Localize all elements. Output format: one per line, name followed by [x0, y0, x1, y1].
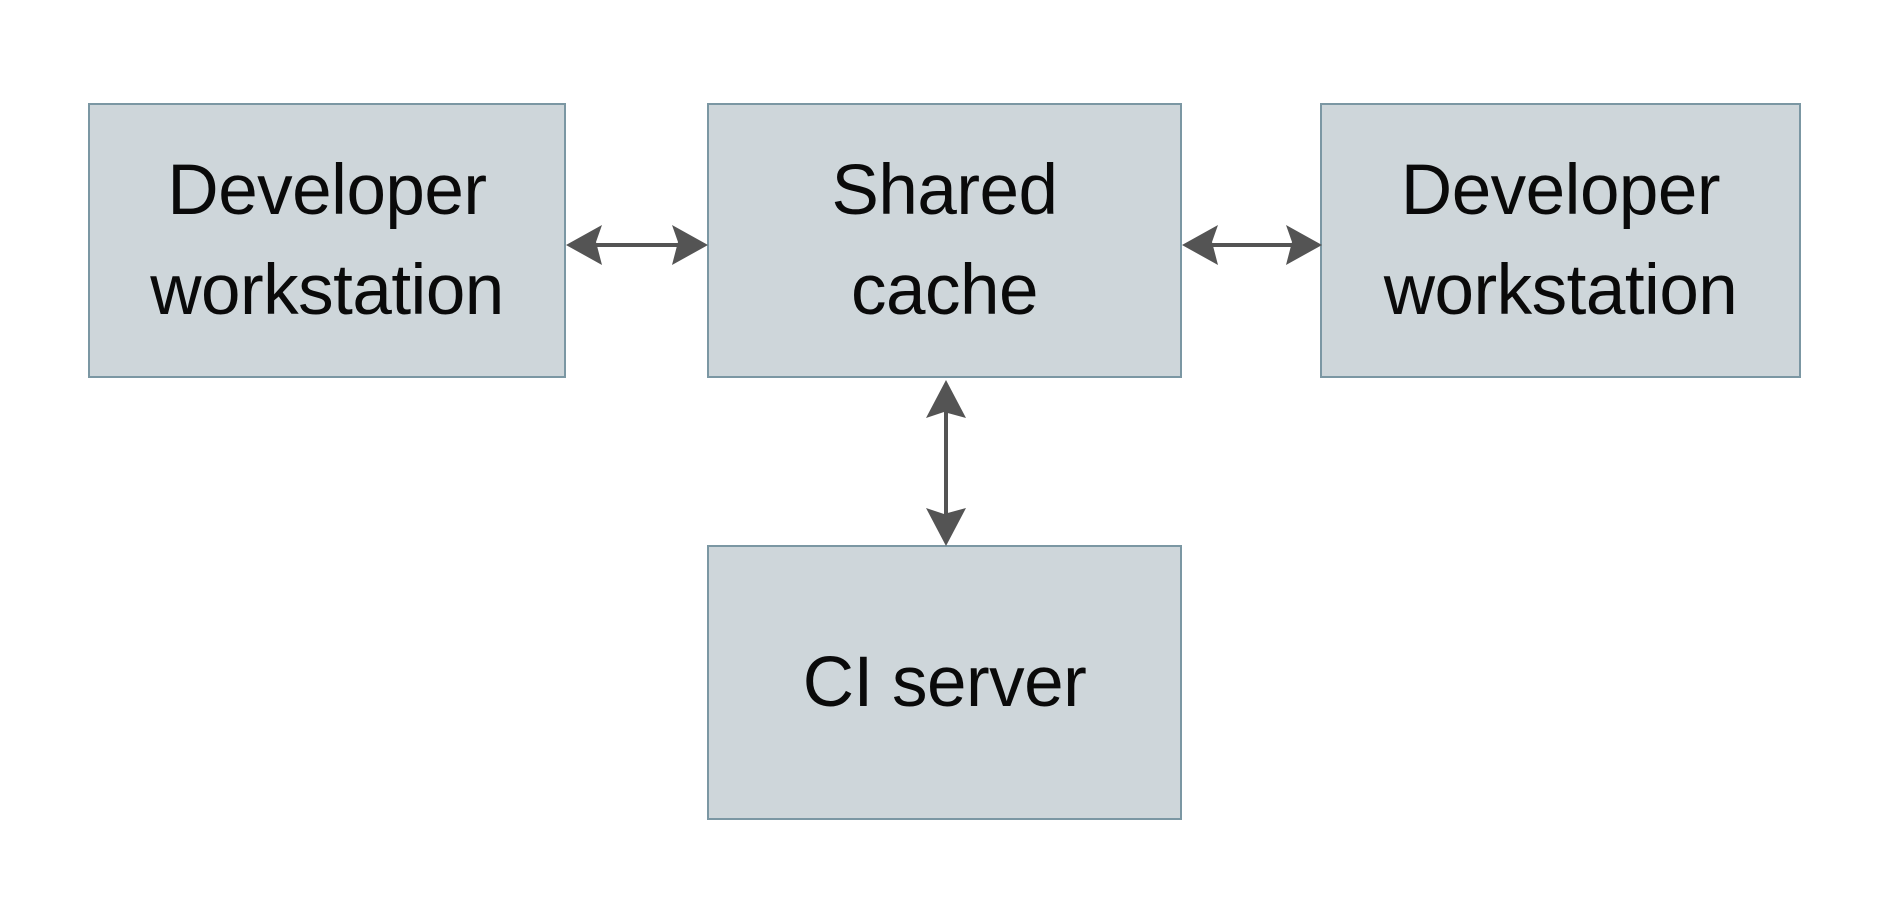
- edge-shared-cache-to-developer-workstation-right: [1182, 225, 1322, 265]
- node-developer-workstation-right[interactable]: Developer workstation: [1320, 103, 1801, 378]
- node-ci-server[interactable]: CI server: [707, 545, 1182, 820]
- node-label: Shared cache: [831, 150, 1058, 330]
- edge-developer-workstation-left-to-shared-cache: [566, 225, 708, 265]
- node-label: Developer workstation: [150, 150, 504, 330]
- edge-shared-cache-to-ci-server: [926, 380, 966, 546]
- node-label: Developer workstation: [1383, 150, 1738, 330]
- node-shared-cache[interactable]: Shared cache: [707, 103, 1182, 378]
- node-label: CI server: [802, 642, 1087, 722]
- node-developer-workstation-left[interactable]: Developer workstation: [88, 103, 566, 378]
